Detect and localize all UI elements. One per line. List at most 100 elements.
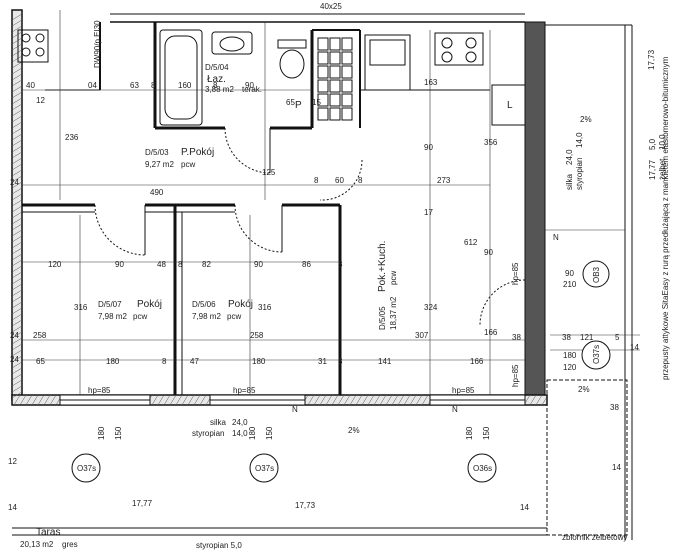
dim: 40: [26, 81, 35, 90]
dim: 14: [8, 503, 17, 512]
dim: 90: [484, 248, 493, 257]
room-id-hall: D/5/03: [145, 148, 169, 157]
terrace-name: Taras: [36, 527, 60, 538]
layer-right2-zelbet-label: żelbet: [658, 158, 667, 180]
dim: 14: [612, 463, 621, 472]
dim: 82: [202, 260, 211, 269]
window-tag-label-5: OB3: [592, 266, 601, 283]
note-dw: DW90/p EI30: [93, 20, 102, 68]
dim: 24: [10, 178, 19, 187]
dim: 121: [580, 333, 594, 342]
note-n-1: N: [553, 233, 559, 242]
dim: 04: [88, 81, 97, 90]
slope-1: 2%: [580, 115, 592, 124]
window-tag-5: [582, 260, 610, 288]
room-area-room1: 7,98 m2: [98, 312, 127, 321]
door-arc-room2: [234, 204, 283, 253]
room-area-hall: 9,27 m2: [145, 160, 174, 169]
slope-3: 2%: [348, 426, 360, 435]
window-tag-1: [71, 453, 101, 483]
dim: 8: [151, 81, 156, 90]
dim: 150: [114, 426, 123, 440]
dim: 163: [424, 78, 438, 87]
dim: 236: [65, 133, 79, 142]
room-area-bath: 3,88 m2: [205, 85, 234, 94]
fridge: [491, 84, 526, 126]
note-attic: przepusty attykowe SitaEasy z rurą przed…: [661, 56, 670, 380]
dim: 8: [162, 357, 167, 366]
door-arc-room3: [319, 159, 363, 201]
vent-label-3: hp=85: [452, 386, 475, 395]
door-arc-bath: [224, 127, 271, 174]
dim: 65: [286, 98, 295, 107]
dim: 180: [97, 426, 106, 440]
walls: [11, 9, 633, 540]
dim: 8: [338, 357, 343, 366]
toilet: [277, 39, 307, 49]
dim: 141: [378, 357, 392, 366]
dim: 180: [252, 357, 266, 366]
window-tags: [71, 260, 611, 483]
room-area-living: 18,37 m2: [389, 296, 398, 330]
layer-silka-value: 24,0: [232, 418, 248, 427]
dim: 258: [250, 331, 264, 340]
dim: 38: [610, 403, 619, 412]
window-tag-2: [249, 453, 279, 483]
dim: 150: [265, 426, 274, 440]
note-n-2: N: [292, 405, 298, 414]
dim: 324: [424, 303, 438, 312]
dim: 24: [10, 331, 19, 340]
note-l: L: [507, 100, 513, 111]
dim: 307: [415, 331, 429, 340]
layer-right2-zelbet-value: 10,0: [658, 134, 667, 150]
layer-right-silka-value: 24,0: [565, 149, 574, 165]
room-floor-room1: pcw: [133, 312, 147, 321]
fixtures: [12, 29, 628, 536]
room-name-bath: Łaz.: [207, 74, 226, 85]
dim: 60: [335, 176, 344, 185]
terrace-floor: gres: [62, 540, 78, 549]
room-area-room2: 7,98 m2: [192, 312, 221, 321]
dim: 48: [157, 260, 166, 269]
dim: 166: [484, 328, 498, 337]
dim: 65: [36, 357, 45, 366]
slope-2: 2%: [578, 385, 590, 394]
room-id-room1: D/5/07: [98, 300, 122, 309]
window-tag-label-3: O36s: [473, 464, 492, 473]
room-id-room2: D/5/06: [192, 300, 216, 309]
note-top: 40x25: [320, 2, 342, 11]
dim: 38: [562, 333, 571, 342]
door-arc-room1: [94, 204, 146, 256]
dim: 273: [437, 176, 451, 185]
dim: 14: [520, 503, 529, 512]
dim: 47: [190, 357, 199, 366]
dim: 31: [318, 357, 327, 366]
window-tag-label-4: O37s: [592, 345, 601, 364]
note-n-3: N: [452, 405, 458, 414]
dim: 17: [424, 208, 433, 217]
dim: 5: [615, 333, 620, 342]
dim: 63: [130, 81, 139, 90]
dim: 90: [565, 269, 574, 278]
dim: 8: [358, 176, 363, 185]
dim: 90: [254, 260, 263, 269]
dim: 150: [482, 426, 491, 440]
dim: 180: [248, 426, 257, 440]
layer-right2-value1: 17,77: [648, 159, 657, 180]
dim: 12: [36, 96, 45, 105]
dim: 160: [178, 81, 192, 90]
room-floor-living: pcw: [389, 271, 398, 285]
dim: 90: [245, 81, 254, 90]
dim: 316: [74, 303, 88, 312]
room-id-bath: D/5/04: [205, 63, 229, 72]
room-floor-bath: terak.: [242, 85, 262, 94]
washbasin: [211, 31, 253, 55]
dim: 258: [33, 331, 47, 340]
ventilation-shaft: [317, 37, 353, 121]
height-2: 17,77: [132, 499, 153, 508]
dimension-lines: [22, 10, 640, 395]
dim: 14: [630, 343, 639, 352]
dim: 356: [484, 138, 498, 147]
height-3: 17,73: [295, 501, 316, 510]
